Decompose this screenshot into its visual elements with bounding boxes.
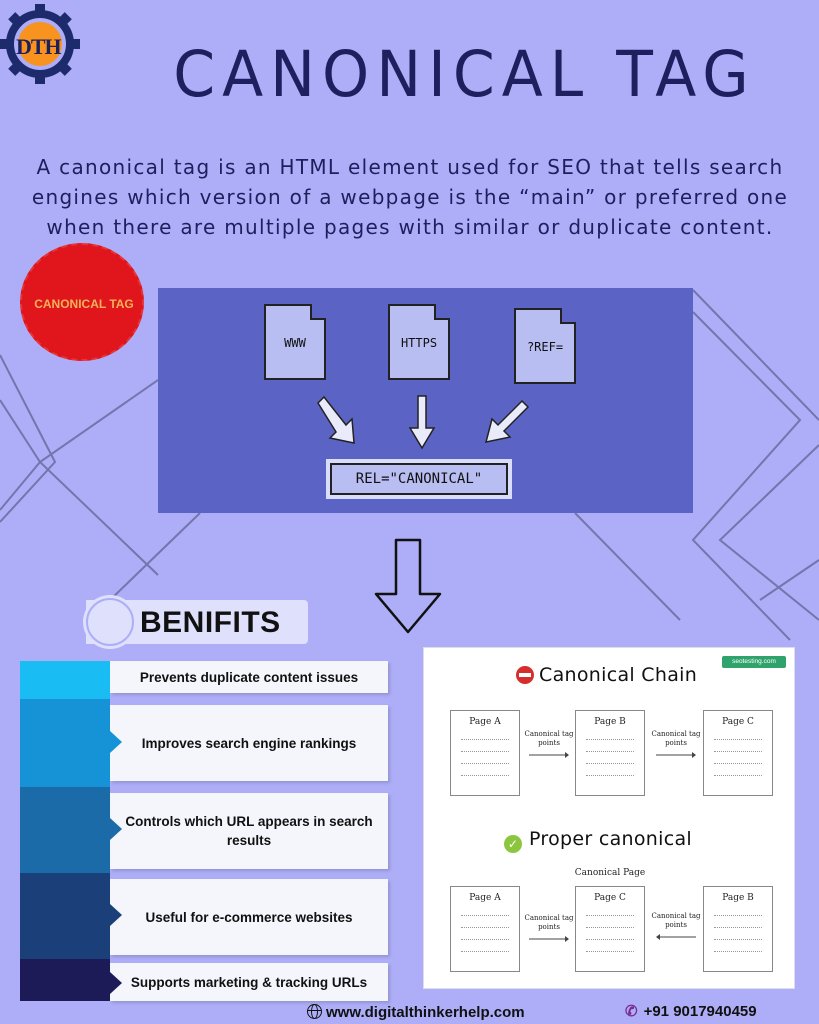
- footer-phone[interactable]: ✆+91 9017940459: [625, 1003, 757, 1020]
- source-badge: seotesting.com: [722, 656, 786, 668]
- proper-pointer-label-2: Canonical tag points: [651, 912, 701, 929]
- canonical-diagram: WWW HTTPS ?REF= REL="CANONICAL": [158, 288, 693, 513]
- benefit-pointer-4: [110, 904, 122, 926]
- page-title: CANONICAL TAG: [173, 38, 756, 112]
- benefit-strip-5: [20, 959, 110, 1001]
- arrow-left: [317, 395, 355, 444]
- benefit-pointer-5: [110, 972, 122, 994]
- benefit-pointer-3: [110, 818, 122, 840]
- arrow-middle: [408, 395, 436, 450]
- benefit-strip-3: [20, 787, 110, 873]
- check-icon: ✓: [504, 835, 522, 853]
- phone-icon: ✆: [625, 1003, 638, 1020]
- chain-pointer-label-1: Canonical tag points: [524, 730, 574, 747]
- badge-label: CANONICAL TAG: [34, 297, 134, 311]
- no-entry-icon: [516, 666, 534, 684]
- right-arrow-icon: [529, 936, 569, 942]
- chain-pointer-label-2: Canonical tag points: [651, 730, 701, 747]
- doc-label: ?REF=: [526, 340, 564, 354]
- doc-label: WWW: [284, 336, 306, 350]
- logo-text: DTH: [16, 34, 62, 59]
- page-name: Page A: [469, 717, 501, 727]
- proper-page-b: Page B: [703, 886, 773, 972]
- chain-page-a: Page A: [450, 710, 520, 796]
- chain-page-c: Page C: [703, 710, 773, 796]
- arrow-right: [484, 399, 530, 443]
- benefits-circle: [86, 598, 134, 646]
- chain-page-b: Page B: [575, 710, 645, 796]
- benefit-pointer-2: [110, 731, 122, 753]
- gear-logo-icon: [0, 4, 80, 84]
- page-name: Page B: [722, 893, 754, 903]
- proper-page-a: Page A: [450, 886, 520, 972]
- page-name: Page C: [594, 893, 626, 903]
- globe-icon: [307, 1004, 322, 1019]
- benefit-item: Prevents duplicate content issues: [110, 661, 388, 693]
- proper-title: ✓Proper canonical: [504, 828, 692, 853]
- doc-www: WWW: [264, 304, 326, 380]
- chain-title: Canonical Chain: [516, 664, 697, 686]
- page-name: Page C: [722, 717, 754, 727]
- benefits-title: BENIFITS: [140, 606, 281, 639]
- benefit-item: Useful for e-commerce websites: [110, 879, 388, 955]
- benefit-strip-1: [20, 661, 110, 699]
- benefit-strip-2: [20, 699, 110, 787]
- doc-ref: ?REF=: [514, 308, 576, 384]
- proper-pointer-label-1: Canonical tag points: [524, 914, 574, 931]
- logo: DTH: [0, 4, 86, 84]
- canonical-tag-badge: CANONICAL TAG: [20, 243, 144, 361]
- benefit-strip-4: [20, 873, 110, 959]
- benefit-item: Supports marketing & tracking URLs: [110, 963, 388, 1001]
- right-arrow-icon: [656, 752, 696, 758]
- canonical-example-panel: seotesting.com Canonical Chain Page A Pa…: [423, 647, 795, 989]
- rel-canonical-label: REL="CANONICAL": [355, 471, 483, 487]
- intro-paragraph: A canonical tag is an HTML element used …: [31, 155, 789, 239]
- benefit-item: Improves search engine rankings: [110, 705, 388, 781]
- proper-page-c: Page C: [575, 886, 645, 972]
- footer-website[interactable]: www.digitalthinkerhelp.com: [307, 1004, 525, 1021]
- right-arrow-icon: [529, 752, 569, 758]
- canonical-page-label: Canonical Page: [574, 868, 646, 878]
- page-name: Page A: [469, 893, 501, 903]
- doc-label: HTTPS: [400, 336, 438, 350]
- page-name: Page B: [594, 717, 626, 727]
- benefit-item: Controls which URL appears in search res…: [110, 793, 388, 869]
- down-arrow-icon: [374, 538, 442, 634]
- benefits-header: BENIFITS: [86, 598, 308, 646]
- rel-canonical-box: REL="CANONICAL": [330, 463, 508, 495]
- doc-https: HTTPS: [388, 304, 450, 380]
- diagram-arrows: [317, 395, 530, 450]
- left-arrow-icon: [656, 934, 696, 940]
